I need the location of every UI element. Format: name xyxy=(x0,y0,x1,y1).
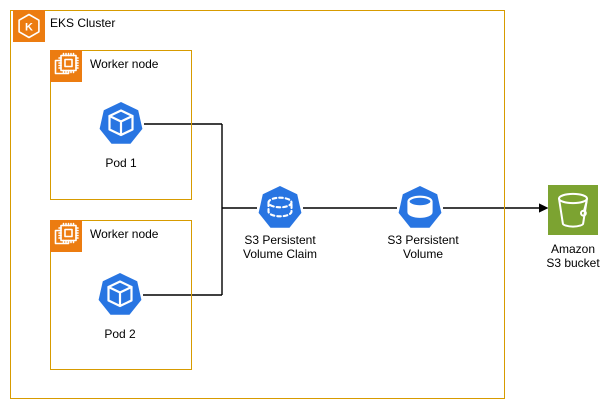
pv-label-line2: Volume xyxy=(402,247,444,261)
pod-label: Pod 2 xyxy=(104,327,136,341)
worker-node-label: Worker node xyxy=(90,227,159,241)
kubernetes-pod-icon xyxy=(98,273,142,315)
eks-cluster-box xyxy=(10,10,505,399)
pod-label: Pod 1 xyxy=(105,156,137,170)
pvc-label-line1: S3 Persistent xyxy=(244,233,316,247)
bucket-label: Amazon S3 bucket xyxy=(534,242,612,270)
eks-cluster-label: EKS Cluster xyxy=(50,16,116,30)
pv-label-line1: S3 Persistent xyxy=(387,233,459,247)
svg-text:K: K xyxy=(25,21,33,33)
s3-bucket-icon xyxy=(548,185,598,235)
arrowhead-icon xyxy=(539,203,549,213)
eks-cluster-icon: K xyxy=(13,10,45,42)
worker-node-2-box xyxy=(50,220,192,370)
cpu-chip-icon xyxy=(50,220,82,252)
kubernetes-pod-icon xyxy=(99,102,143,144)
pvc-label-line2: Volume Claim xyxy=(242,247,318,261)
worker-node-label: Worker node xyxy=(90,57,159,71)
persistent-volume-claim-icon xyxy=(258,186,302,228)
cpu-chip-icon xyxy=(50,50,82,82)
bucket-label-line1: Amazon xyxy=(550,242,596,256)
persistent-volume-icon xyxy=(398,186,442,228)
bucket-label-line2: S3 bucket xyxy=(546,256,600,270)
pvc-label: S3 Persistent Volume Claim xyxy=(220,233,340,261)
worker-node-1-box xyxy=(50,50,192,200)
pv-label: S3 Persistent Volume xyxy=(363,233,483,261)
